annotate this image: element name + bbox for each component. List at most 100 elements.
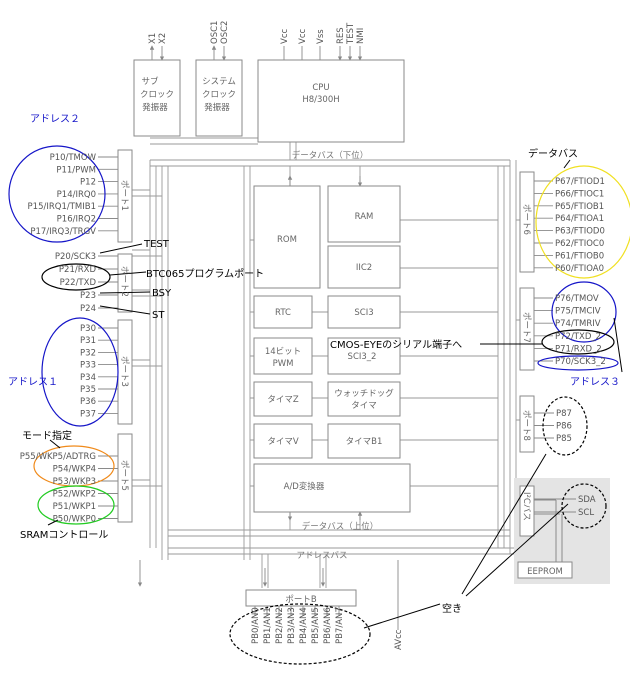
pin-p3-1: P31 [80, 336, 96, 346]
pin-p6-0: P67/FTIOD1 [555, 177, 605, 187]
sig-test: TEST [346, 22, 356, 45]
sys-clock-label-3: 発振器 [204, 102, 230, 113]
pin-p1-2: P12 [80, 178, 96, 188]
pin-p3-6: P36 [80, 397, 96, 407]
sig-osc1: OSC1 [210, 21, 220, 44]
port1-box [117, 149, 133, 243]
pwm14-label-2: PWM [273, 359, 294, 369]
sig-osc2: OSC2 [220, 21, 230, 44]
test-label: TEST [143, 239, 170, 250]
empty-label: 空き [442, 602, 462, 615]
addr1-label: アドレス１ [8, 377, 58, 388]
pin-p5-0: P55/WKP5/ADTRG [20, 452, 96, 462]
pin-p7-2: P74/TMRIV [555, 319, 601, 329]
top-signal-labels: X1 X2 OSC1 OSC2 Vcc Vcc Vss RES TEST NMI… [148, 21, 404, 650]
iic2-label: IIC2 [356, 263, 372, 273]
pin-p3-5: P35 [80, 385, 96, 395]
sig-x1: X1 [148, 33, 158, 44]
addr3-ellipse [551, 281, 617, 343]
port2-box [117, 253, 133, 313]
pin-p2-3: P23 [80, 291, 96, 301]
sys-clock-label-2: クロック [202, 90, 236, 100]
data-bus-low-label: データバス（下位） [292, 150, 369, 161]
pins-right: P67/FTIOD1P66/FTIOC1P65/FTIOB1P64/FTIOA1… [555, 177, 606, 518]
watchdog-label-1: ウォッチドッグ [334, 388, 394, 399]
pin-p7-5: P70/SCK3_2 [555, 357, 606, 367]
addr3-small-ellipse [537, 355, 619, 371]
ram-block [327, 185, 401, 243]
rom-block [253, 185, 321, 289]
pin-p2-2: P22/TXD [60, 278, 97, 288]
addr3-label: アドレス３ [570, 377, 620, 388]
sub-clock-label-3: 発振器 [142, 102, 168, 113]
watchdog-block [327, 381, 401, 417]
port7-box [519, 287, 535, 371]
timer-b1-block [327, 423, 401, 459]
sub-clock-label-2: クロック [140, 90, 174, 100]
btc-ellipse [41, 263, 111, 291]
mode-label: モード指定 [22, 429, 72, 442]
p8-ellipse [542, 396, 588, 456]
ram-label: RAM [355, 212, 374, 222]
pin-pb-5: PB5/AN5 [311, 607, 321, 644]
cmos-label: CMOS-EYEのシリアル端子へ [330, 338, 462, 351]
pin-p1-1: P11/PWM [56, 165, 96, 175]
iic2-block [327, 245, 401, 289]
pwm14-block [253, 337, 313, 375]
sci3-2-block [327, 337, 401, 375]
sram-label: SRAMコントロール [20, 530, 108, 541]
blocks [117, 59, 535, 607]
portB-box [245, 589, 357, 607]
pin-p2-1: P21/RXD [59, 265, 97, 275]
sig-res: RES [336, 27, 346, 44]
pin-p3-2: P32 [80, 348, 96, 358]
pin-pb-4: PB4/AN4 [299, 607, 309, 644]
pin-p6-4: P63/FTIOD0 [555, 227, 605, 237]
pin-p3-7: P37 [80, 409, 96, 419]
st-label: ST [152, 310, 165, 321]
cpu-block [257, 59, 405, 143]
sig-x2: X2 [158, 33, 168, 44]
bus-lines [149, 137, 520, 588]
timer-v-label: タイマV [267, 437, 299, 447]
annotation-lines [47, 159, 623, 629]
sci3-2-label: SCI3_2 [348, 352, 377, 362]
pin-p3-4: P34 [80, 373, 96, 383]
portB-label: ポートB [285, 595, 317, 605]
watchdog-label-2: タイマ [351, 401, 377, 411]
sci3-label: SCI3 [354, 308, 373, 318]
timer-b1-label: タイマB1 [346, 437, 383, 447]
port1-label: ポート1 [119, 180, 129, 211]
pin-pb-3: PB3/AN3 [287, 607, 297, 644]
timer-v-block [253, 423, 313, 459]
timer-z-label: タイマZ [267, 395, 299, 405]
pin-lines [98, 156, 576, 616]
pwm14-label-1: 14ビット [265, 347, 301, 357]
port5-box [117, 433, 133, 523]
pin-p6-6: P61/FTIOB0 [555, 251, 604, 261]
addr1-ellipse [41, 317, 119, 427]
pin-p2-0: P20/SCK3 [55, 252, 96, 262]
port3-label: ポート3 [119, 356, 129, 387]
rtc-block [253, 295, 313, 329]
sig-nmi: NMI [356, 28, 366, 44]
sub-clock-label-1: サブ [141, 76, 159, 87]
sys-clock-block [195, 59, 243, 137]
pb-ellipse [229, 603, 371, 665]
i2c-ellipse [561, 483, 607, 529]
pin-pb-7: PB7/AN7 [335, 607, 345, 644]
btc-label: BTC065プログラムポート [146, 267, 264, 280]
pin-p3-0: P30 [80, 324, 96, 334]
i2c-area [514, 478, 610, 584]
pin-pb-2: PB2/AN2 [275, 607, 285, 644]
adc-block [253, 463, 411, 513]
port-labels: ポート1 ポート2 ポート3 ポート5 ポート6 ポート7 ポート8 I²Cバス [119, 180, 531, 521]
pin-p7-1: P75/TMCIV [555, 307, 601, 317]
pin-pb-6: PB6/AN6 [323, 607, 333, 644]
pin-pb-0: PB0/AN0 [251, 607, 261, 644]
rtc-label: RTC [275, 308, 291, 318]
sig-vss: Vss [316, 29, 326, 44]
pin-p7-3: P72/TXD_2 [555, 332, 601, 342]
pin-p5-5: P50/WKP0 [53, 515, 96, 525]
bsy-label: BSY [152, 288, 172, 299]
